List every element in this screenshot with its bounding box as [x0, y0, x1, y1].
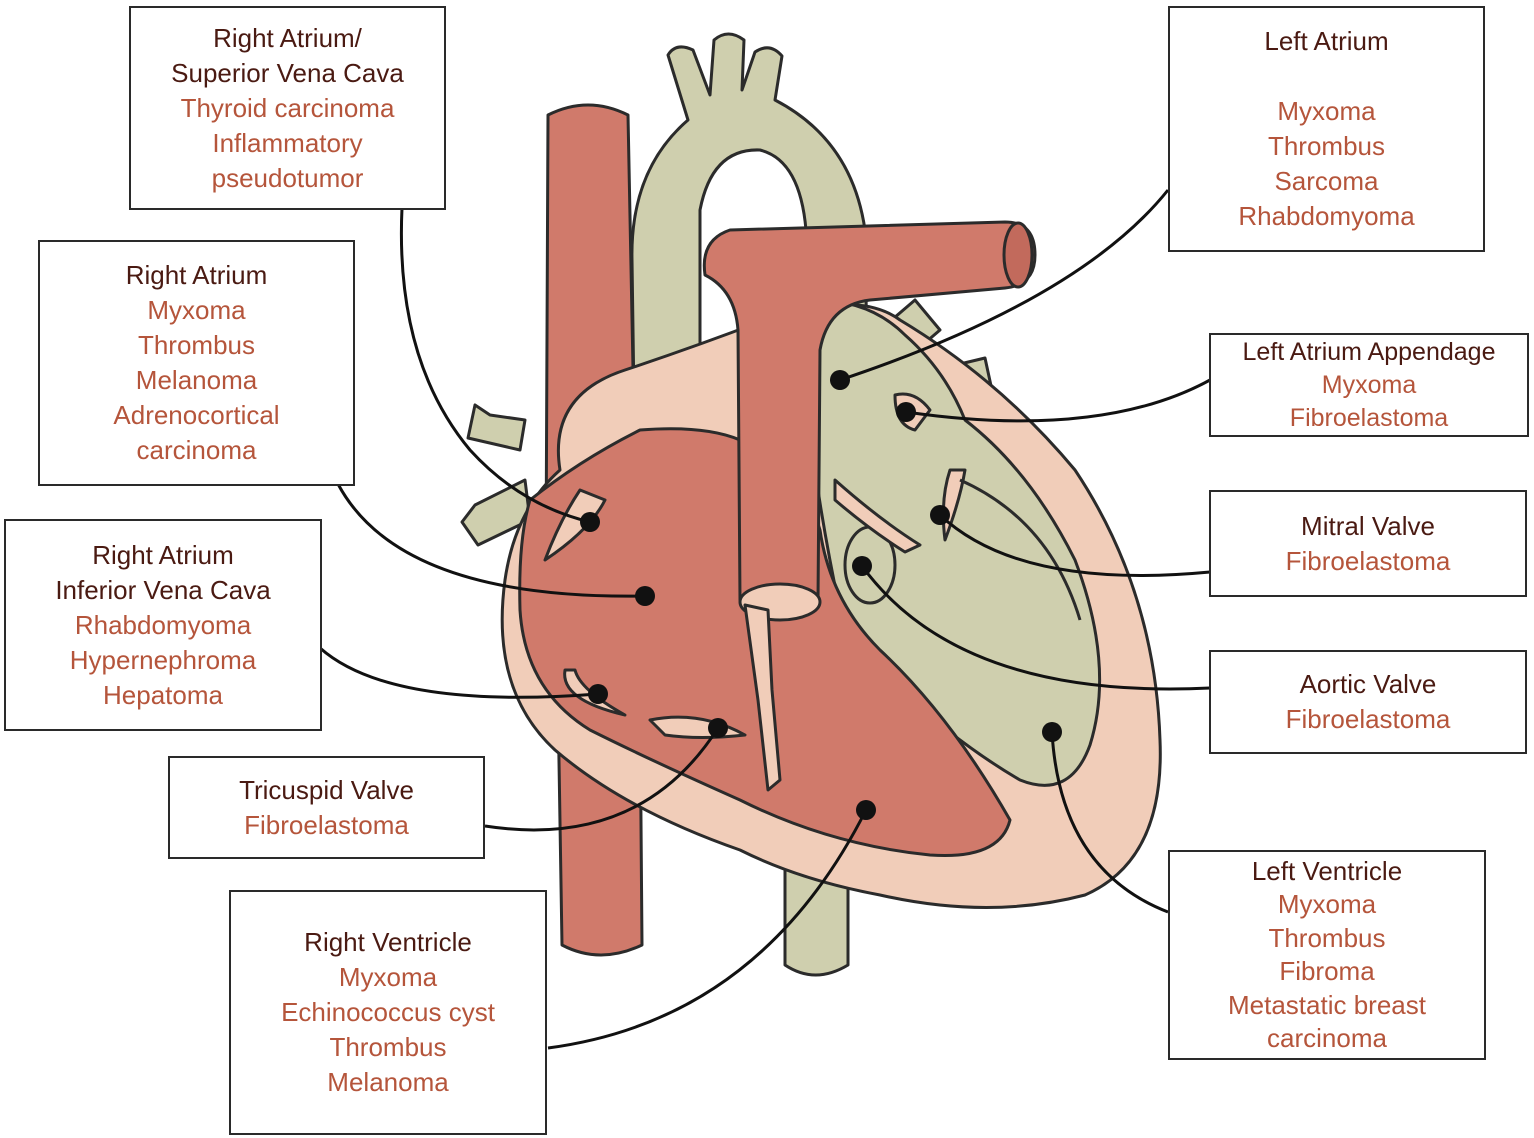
- label-item: Fibroelastoma: [244, 809, 409, 840]
- label-box-left-atrium-appendage: Left Atrium Appendage Myxoma Fibroelasto…: [1209, 333, 1529, 437]
- label-item: Fibroelastoma: [1285, 545, 1451, 576]
- marker-la: [830, 370, 850, 390]
- label-title: Tricuspid Valve: [239, 774, 414, 805]
- marker-laa: [896, 402, 916, 422]
- leader-aortic: [860, 565, 1211, 691]
- marker-mitral: [930, 505, 950, 525]
- label-box-right-atrium-ivc: Right Atrium Inferior Vena Cava Rhabdomy…: [4, 519, 322, 731]
- label-item: Inflammatory: [212, 127, 363, 158]
- descending-aorta: [783, 858, 850, 977]
- leader-lv: [1050, 731, 1169, 914]
- label-item: Thrombus: [1268, 922, 1386, 953]
- label-box-right-atrium-svc: Right Atrium/ Superior Vena Cava Thyroid…: [129, 6, 446, 210]
- label-item: carcinoma: [1267, 1023, 1387, 1053]
- label-title: Right Atrium/: [213, 22, 362, 53]
- pulmonary-vein-right-upper: [466, 403, 527, 452]
- label-item: Hepatoma: [103, 679, 223, 710]
- label-title: Mitral Valve: [1301, 510, 1435, 541]
- label-item: Thrombus: [329, 1032, 447, 1062]
- label-item: Fibroelastoma: [1285, 704, 1451, 734]
- label-box-mitral-valve: Mitral Valve Fibroelastoma: [1209, 490, 1527, 597]
- leader-laa: [905, 378, 1211, 423]
- label-title: Left Ventricle: [1251, 855, 1403, 886]
- septum: [743, 603, 782, 792]
- pulmonary-artery: [702, 220, 1037, 602]
- label-title: Inferior Vena Cava: [55, 574, 271, 605]
- label-item: Myxoma: [338, 962, 438, 992]
- label-title: Right Atrium: [92, 539, 234, 570]
- marker-aortic: [852, 556, 872, 576]
- lv-inner-wall: [959, 478, 1082, 621]
- marker-ra-ivc: [588, 684, 608, 704]
- label-item: Thrombus: [137, 330, 256, 360]
- label-item: Thyroid carcinoma: [180, 92, 395, 123]
- label-item: Rhabdomyoma: [74, 609, 252, 640]
- label-box-right-ventricle: Right Ventricle Myxoma Echinococcus cyst…: [229, 890, 547, 1135]
- leader-ra: [336, 483, 646, 598]
- marker-lv: [1042, 722, 1062, 742]
- label-item: Rhabdomyoma: [1238, 201, 1415, 231]
- label-item: Myxoma: [1277, 96, 1376, 126]
- label-item: Fibroma: [1279, 956, 1375, 986]
- label-item: Adrenocortical: [113, 400, 280, 430]
- leader-ra-svc: [399, 207, 591, 524]
- marker-ra-svc: [580, 512, 600, 532]
- label-box-left-atrium: Left Atrium Myxoma Thrombus Sarcoma Rhab…: [1168, 6, 1485, 252]
- label-box-right-atrium: Right Atrium Myxoma Thrombus Melanoma Ad…: [38, 240, 355, 486]
- leader-rv: [547, 809, 868, 1050]
- label-box-aortic-valve: Aortic Valve Fibroelastoma: [1209, 650, 1527, 754]
- ivc-inlet: [563, 668, 627, 717]
- marker-rv: [856, 800, 876, 820]
- marker-ra: [635, 586, 655, 606]
- label-item: Myxoma: [147, 295, 246, 325]
- label-title: Right Atrium: [125, 260, 268, 290]
- label-box-left-ventricle: Left Ventricle Myxoma Thrombus Fibroma M…: [1168, 850, 1486, 1060]
- leader-ra-ivc: [319, 646, 599, 699]
- leader-tricuspid: [484, 727, 720, 832]
- label-title: Superior Vena Cava: [171, 57, 404, 88]
- label-item: Fibroelastoma: [1289, 403, 1449, 432]
- label-title: Aortic Valve: [1299, 669, 1437, 699]
- label-item: Metastatic breast: [1228, 989, 1426, 1020]
- label-item: Sarcoma: [1274, 166, 1379, 196]
- pulmonary-artery-lumen: [1002, 221, 1034, 289]
- leader-la: [839, 189, 1170, 382]
- label-item: Echinococcus cyst: [281, 997, 495, 1027]
- label-item: Melanoma: [135, 365, 258, 395]
- label-item: carcinoma: [136, 435, 257, 465]
- label-item: Myxoma: [1277, 889, 1377, 919]
- label-title: Right Ventricle: [304, 927, 472, 957]
- label-box-tricuspid-valve: Tricuspid Valve Fibroelastoma: [168, 756, 485, 859]
- la-interior-crease: [833, 478, 922, 554]
- label-title: Left Atrium: [1264, 26, 1389, 56]
- marker-tricuspid: [708, 718, 728, 738]
- label-item: Thrombus: [1267, 131, 1386, 161]
- label-item: Melanoma: [327, 1067, 449, 1097]
- svc-inlet: [543, 488, 607, 562]
- label-item: pseudotumor: [211, 162, 364, 193]
- label-item: Hypernephroma: [69, 644, 257, 675]
- leader-mitral: [938, 513, 1211, 577]
- label-title: Left Atrium Appendage: [1242, 337, 1496, 366]
- label-item: Myxoma: [1321, 370, 1417, 399]
